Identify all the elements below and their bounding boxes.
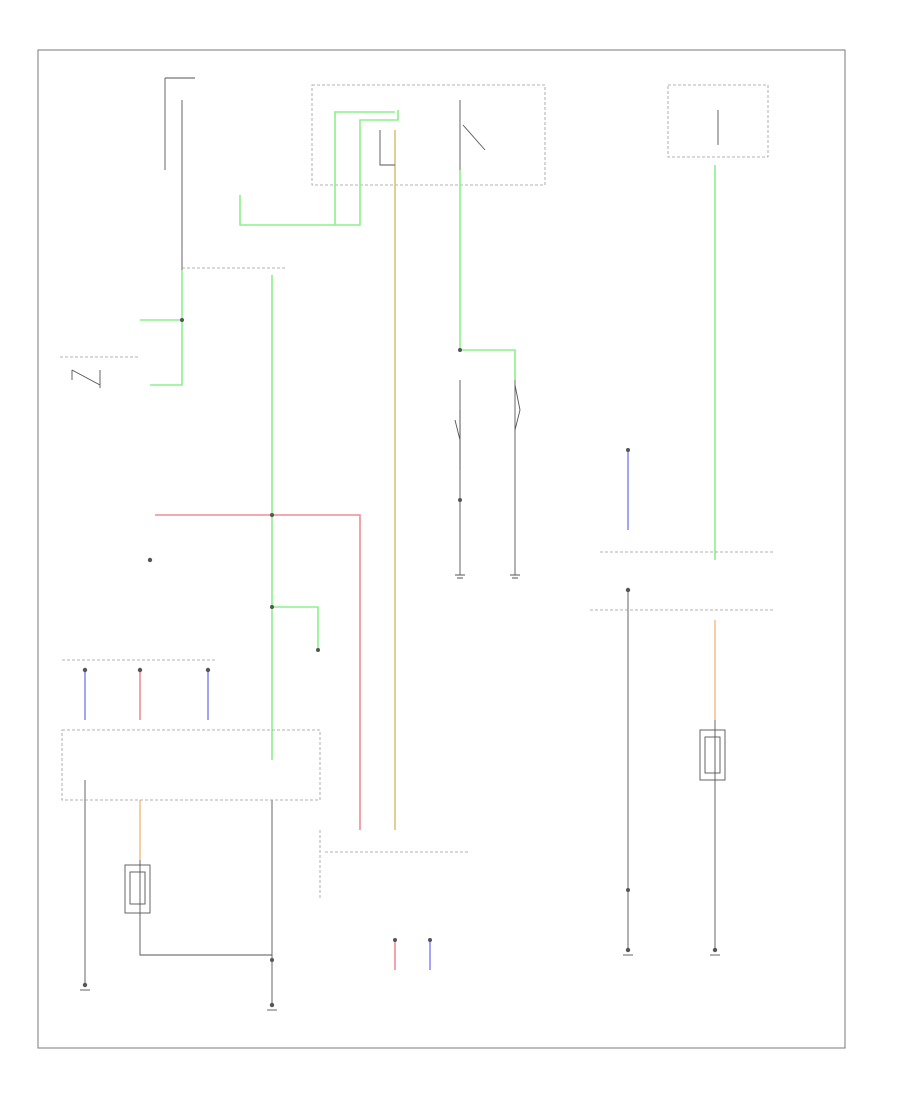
switch-symbols bbox=[71, 110, 719, 470]
left-control-box bbox=[61, 729, 321, 801]
top-right-box bbox=[667, 84, 769, 158]
top-center-box bbox=[311, 84, 546, 186]
diagram-frame bbox=[37, 49, 846, 1049]
left-actuator-inner bbox=[129, 871, 146, 905]
right-actuator-inner bbox=[704, 736, 721, 774]
junction-dots bbox=[82, 318, 718, 1008]
green-wires bbox=[140, 110, 716, 760]
top-left-box bbox=[164, 77, 195, 170]
black-wires bbox=[84, 100, 716, 1005]
ground-symbols bbox=[80, 574, 720, 1011]
left-actuator bbox=[124, 864, 151, 914]
red-wire bbox=[155, 514, 361, 830]
right-actuator bbox=[699, 729, 726, 781]
